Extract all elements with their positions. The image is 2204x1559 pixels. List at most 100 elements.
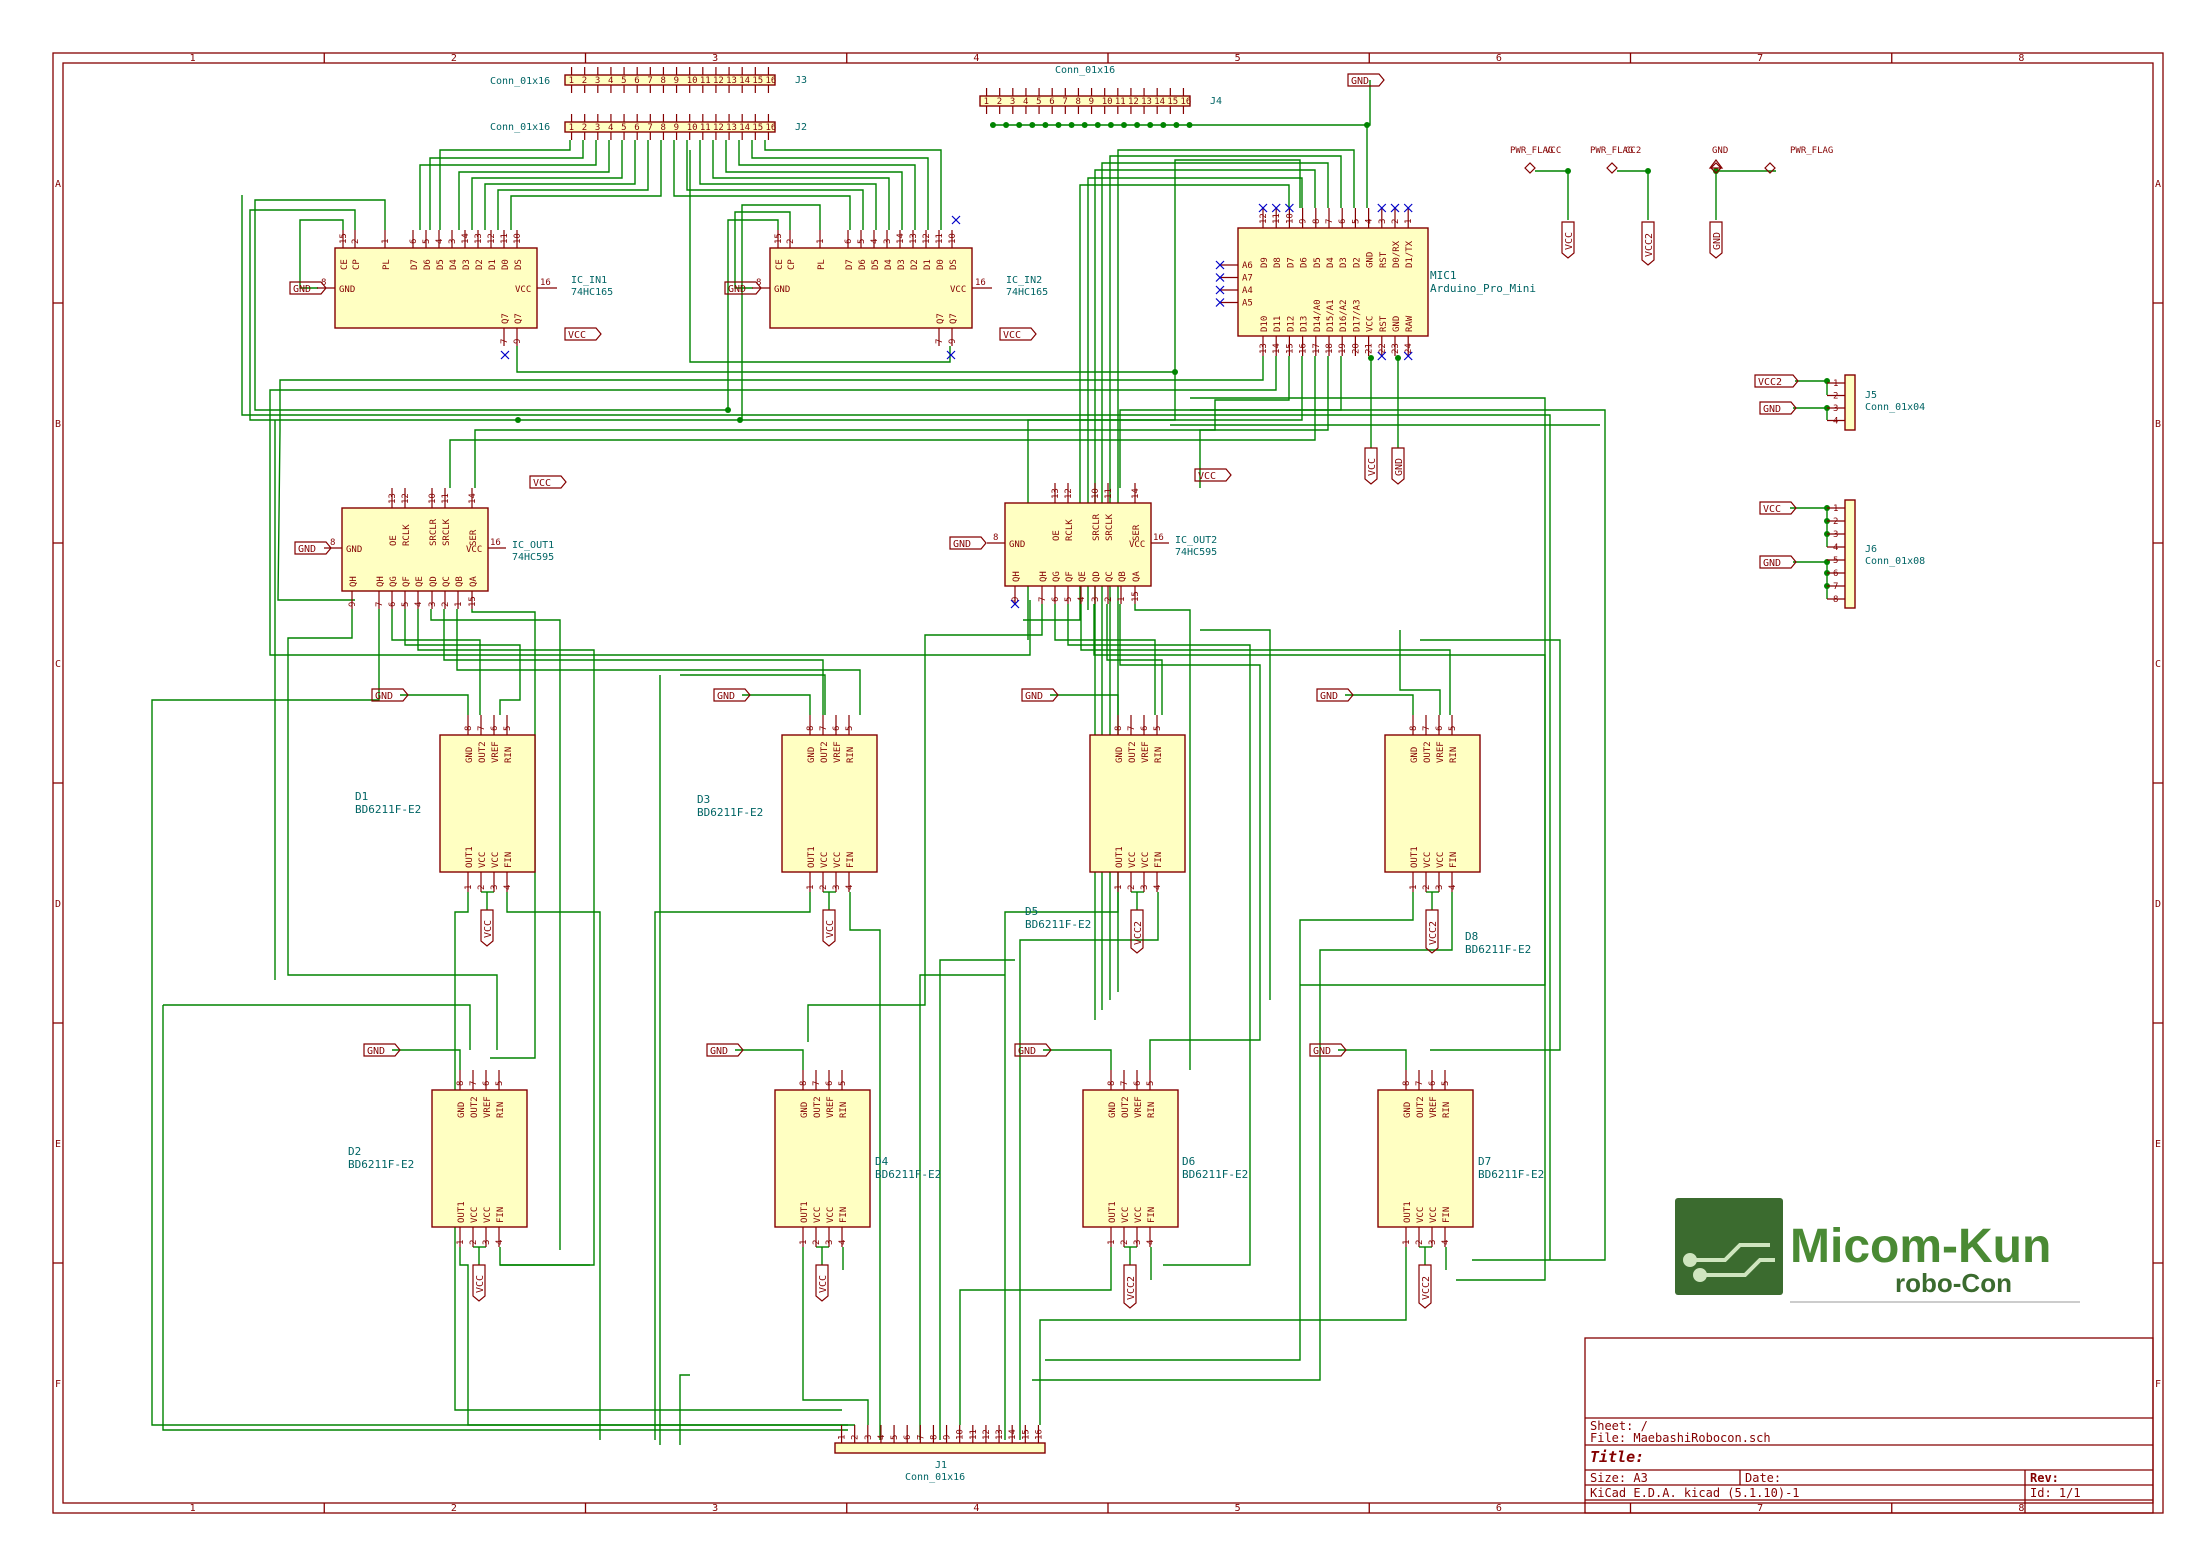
pin-label: VCC bbox=[491, 852, 501, 868]
pin-number: 24 bbox=[1404, 343, 1414, 354]
pin-label: D17/A3 bbox=[1352, 299, 1362, 332]
power-net-label: GND bbox=[371, 688, 409, 702]
pin-label: RIN bbox=[1147, 1102, 1157, 1118]
pin-number: 16 bbox=[765, 76, 776, 86]
wire bbox=[471, 140, 623, 230]
pin-number: 8 bbox=[1075, 97, 1080, 107]
pin-number: 15 bbox=[774, 233, 784, 244]
power-net-label: VCC bbox=[822, 909, 836, 947]
pin-label: D12 bbox=[1286, 316, 1296, 332]
pin-number: 11 bbox=[1115, 97, 1126, 107]
wire bbox=[712, 140, 890, 230]
row-label: E bbox=[2155, 1139, 2161, 1150]
junction-dot bbox=[1395, 355, 1401, 361]
pin-number: 3 bbox=[832, 885, 842, 890]
svg-text:3: 3 bbox=[1833, 404, 1838, 414]
driver-value: BD6211F-E2 bbox=[875, 1168, 941, 1181]
pin-number: 6 bbox=[409, 239, 419, 244]
pin-number: 13 bbox=[1141, 97, 1152, 107]
pin-label: PL bbox=[817, 259, 827, 270]
wire-layer bbox=[151, 80, 1830, 1445]
svg-text:VCC: VCC bbox=[466, 545, 482, 555]
pin-number: 3 bbox=[1378, 219, 1388, 224]
no-connect-mark bbox=[946, 350, 956, 360]
row-label: A bbox=[55, 179, 61, 190]
pin-label: VCC bbox=[1128, 852, 1138, 868]
junction-dot bbox=[1173, 122, 1180, 128]
connector-value: Conn_01x04 bbox=[1865, 402, 1925, 413]
pin-label: D5 bbox=[436, 259, 446, 270]
pin-label: D9 bbox=[1260, 257, 1270, 268]
pin-number: 13 bbox=[726, 123, 737, 133]
pin-number: 15 bbox=[1131, 591, 1141, 602]
row-label: C bbox=[2155, 659, 2161, 670]
pin-number: 15 bbox=[752, 123, 763, 133]
tb-date: Date: bbox=[1745, 1471, 1781, 1485]
pin-number: 2 bbox=[582, 76, 587, 86]
driver-ref: D1 bbox=[355, 790, 368, 803]
junction-dot bbox=[1029, 122, 1036, 128]
svg-text:16: 16 bbox=[540, 278, 551, 288]
pin-label: OUT2 bbox=[1423, 741, 1433, 763]
pin-number: 13 bbox=[1259, 343, 1269, 354]
pin-label: QA bbox=[469, 576, 479, 587]
pin-label: SRCLK bbox=[1105, 513, 1115, 541]
wire bbox=[1080, 604, 1451, 715]
wire bbox=[419, 140, 597, 230]
pin-number: 8 bbox=[660, 76, 665, 86]
tb-file: File: MaebashiRobocon.sch bbox=[1590, 1431, 1771, 1445]
pin-label: VCC bbox=[1141, 852, 1151, 868]
wire bbox=[1420, 639, 1561, 1051]
pin-number: 1 bbox=[1402, 1240, 1412, 1245]
pin-number: 3 bbox=[1133, 1240, 1143, 1245]
pin-number: 15 bbox=[1021, 1429, 1031, 1440]
pin-number: 10 bbox=[1285, 213, 1295, 224]
svg-text:4: 4 bbox=[1833, 543, 1838, 553]
ic-ref: IC_IN1 bbox=[571, 275, 607, 286]
svg-text:VCC: VCC bbox=[483, 920, 494, 938]
pin-label: GND bbox=[465, 747, 475, 763]
pin-number: 13 bbox=[995, 1429, 1005, 1440]
svg-text:2: 2 bbox=[1833, 392, 1838, 402]
ic-value: 74HC595 bbox=[512, 552, 554, 563]
svg-text:GND: GND bbox=[1394, 458, 1405, 476]
wire bbox=[735, 1049, 804, 1070]
column-label: 5 bbox=[1235, 1503, 1241, 1514]
pin-number: 11 bbox=[441, 493, 451, 504]
wire bbox=[673, 140, 851, 230]
svg-text:VCC2: VCC2 bbox=[1421, 1276, 1432, 1300]
pin-label: D14/A0 bbox=[1313, 299, 1323, 332]
wire bbox=[849, 892, 881, 1440]
column-label: 8 bbox=[2018, 1503, 2024, 1514]
pin-label: VCC bbox=[833, 852, 843, 868]
wire bbox=[1067, 604, 1251, 1266]
pin-number: 7 bbox=[477, 726, 487, 731]
pin-number: 3 bbox=[490, 885, 500, 890]
pin-label: VCC bbox=[1121, 1207, 1131, 1223]
pin-label: SRCLR bbox=[1092, 513, 1102, 541]
pin-number: 9 bbox=[948, 339, 958, 344]
pin-label: OUT1 bbox=[1108, 1201, 1118, 1223]
pin-label: D7 bbox=[410, 259, 420, 270]
pin-label: D8 bbox=[1273, 257, 1283, 268]
pin-label: RCLK bbox=[402, 524, 412, 546]
power-net-label: VCC bbox=[1561, 221, 1575, 259]
pin-label: QD bbox=[429, 576, 439, 587]
pin-label: GND bbox=[1366, 252, 1376, 268]
pin-number: 7 bbox=[916, 1435, 926, 1440]
pin-number: 3 bbox=[825, 1240, 835, 1245]
svg-text:VCC: VCC bbox=[818, 1275, 829, 1293]
svg-text:GND: GND bbox=[1009, 540, 1025, 550]
pin-label: Q7 bbox=[949, 313, 959, 324]
pin-number: 11 bbox=[700, 123, 711, 133]
wire bbox=[1200, 629, 1271, 1000]
wire bbox=[919, 974, 1005, 1440]
column-label: 4 bbox=[973, 1503, 979, 1514]
pin-number: 3 bbox=[1435, 885, 1445, 890]
power-net-label: VCC bbox=[815, 1264, 829, 1302]
